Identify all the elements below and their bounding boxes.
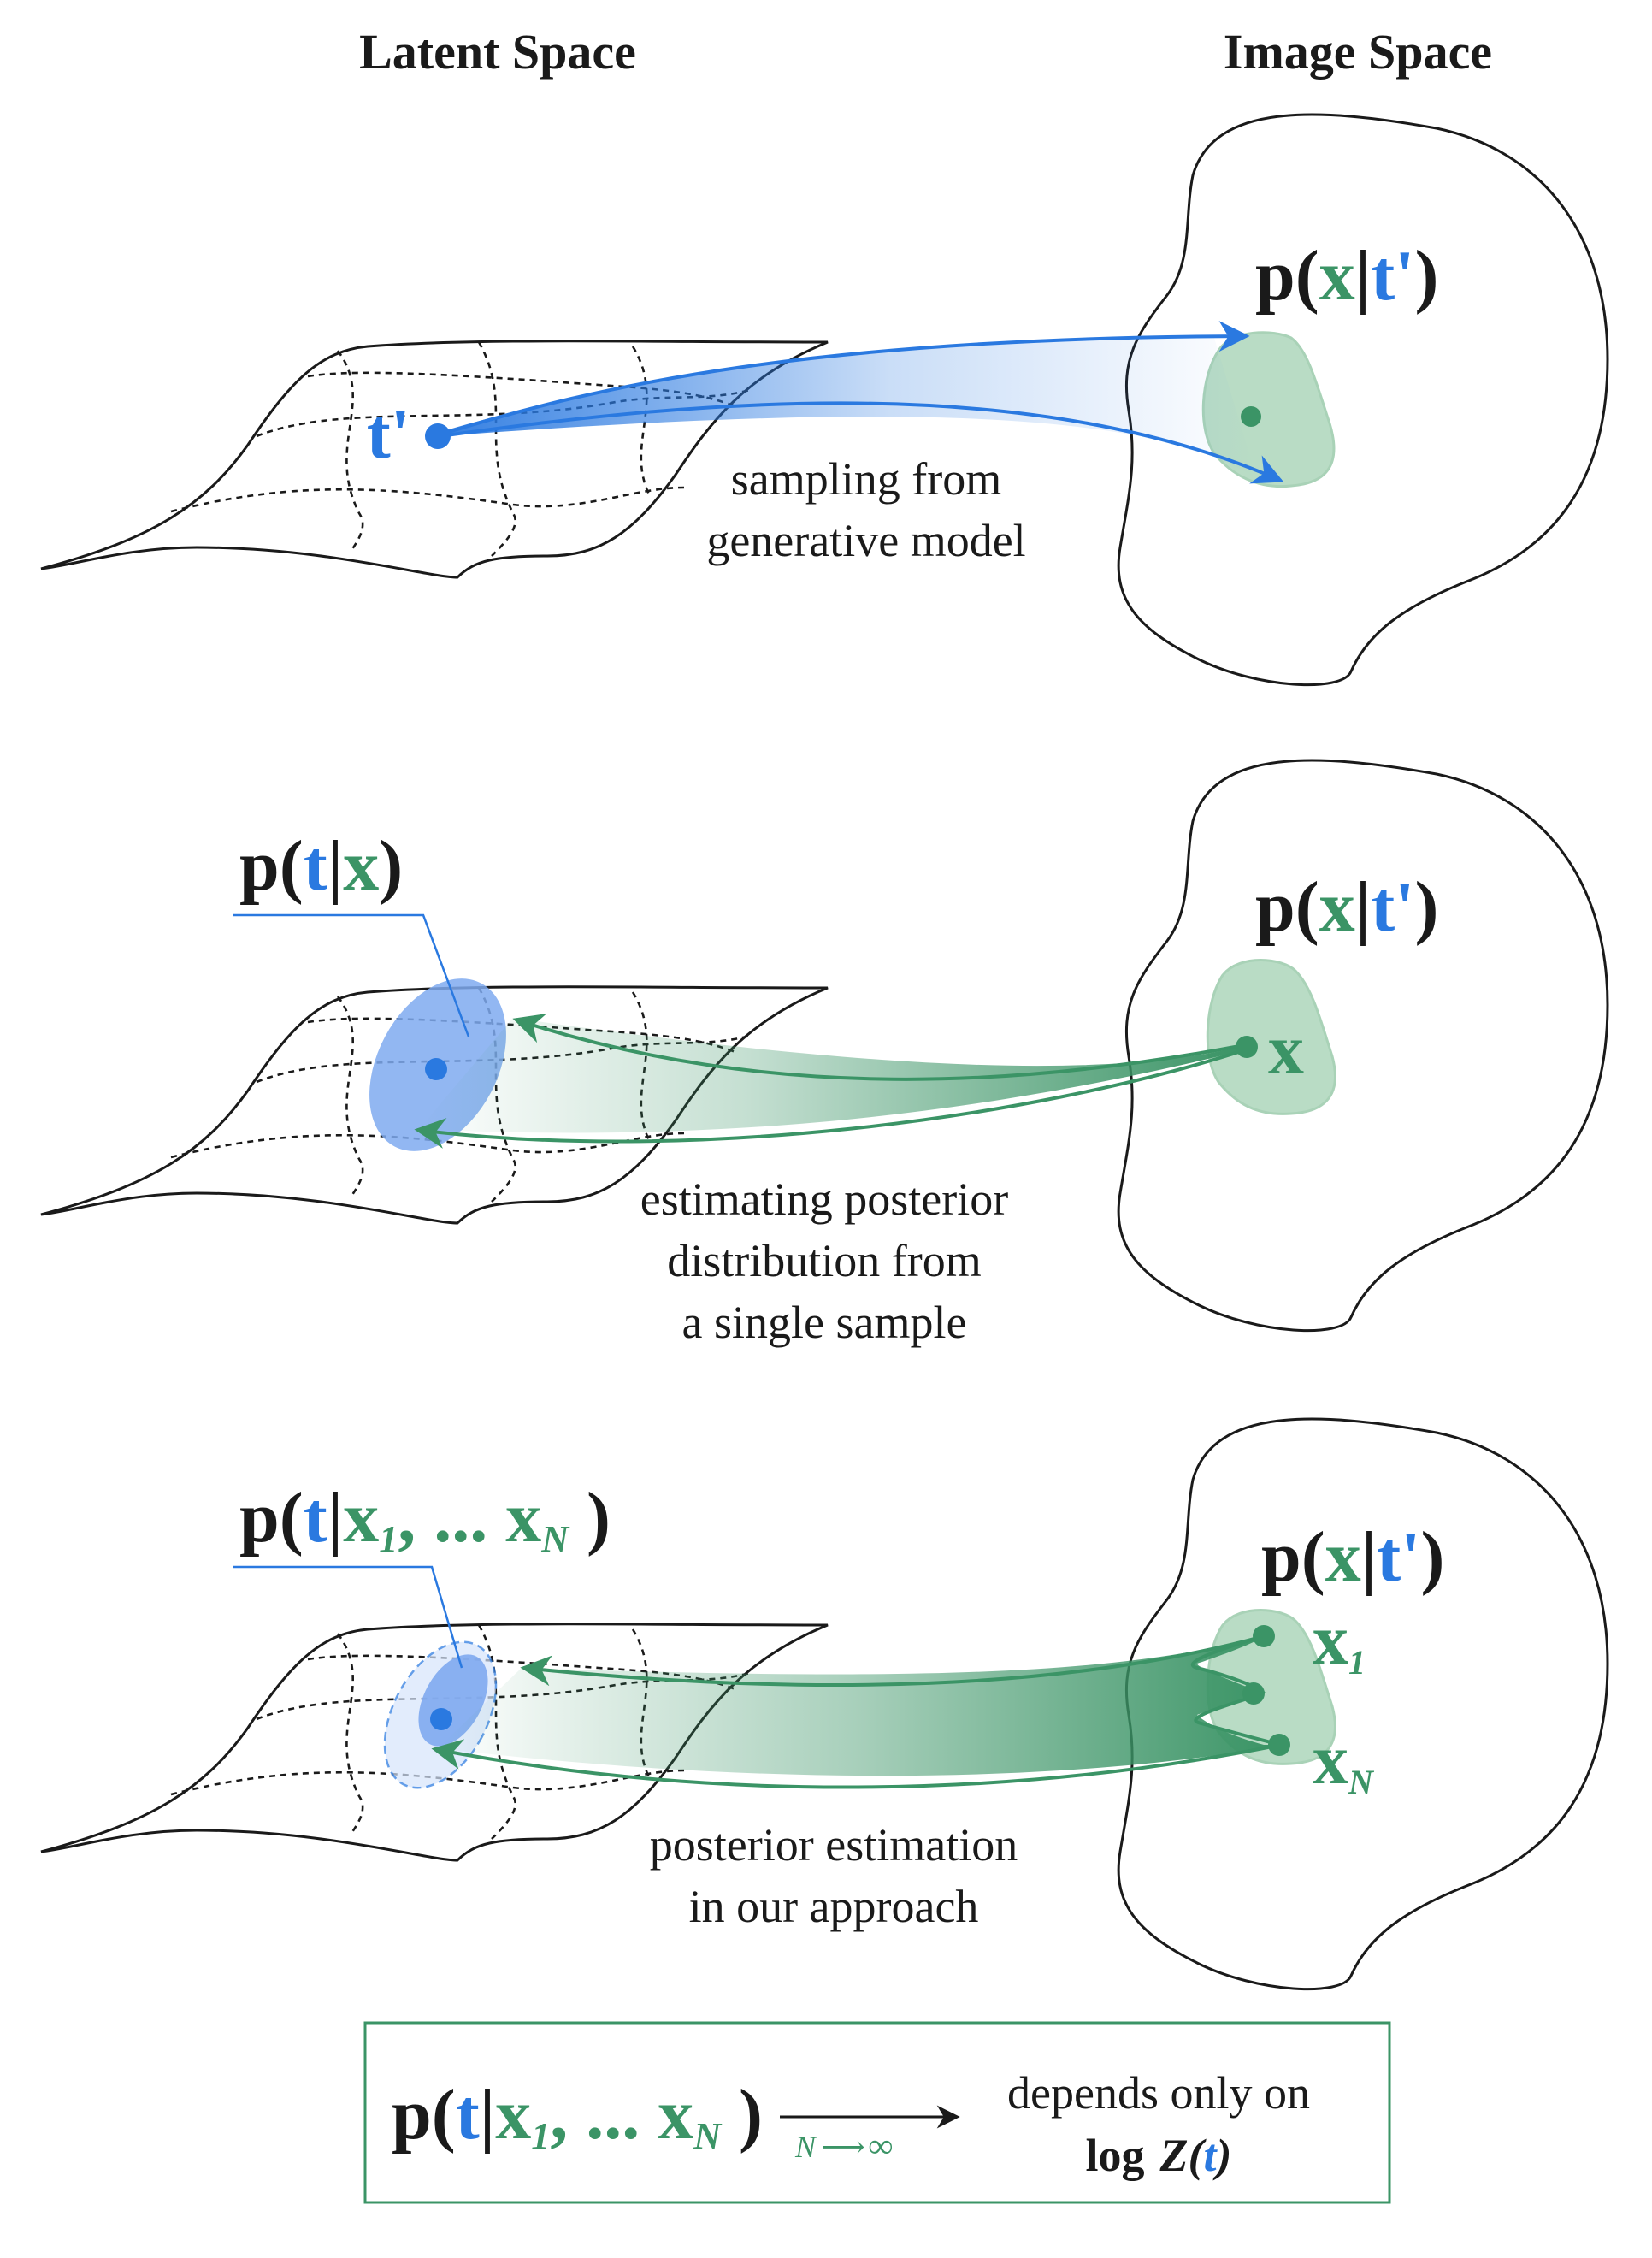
limit-label: N⟶∞: [794, 2126, 893, 2165]
row2-caption-line3: a single sample: [682, 1297, 967, 1348]
sampling-arrow-top: [440, 321, 1250, 436]
summary-posterior-formula: p(t|x1, ... xN ): [392, 2075, 763, 2157]
row1-caption-line2: generative model: [706, 515, 1025, 566]
image-sample-label-xn: xN: [1313, 1720, 1375, 1801]
sampling-beam: [440, 338, 1257, 479]
summary-text-line1: depends only on: [1007, 2067, 1310, 2119]
posterior-mean-point-3: [430, 1708, 452, 1730]
posterior-mean-point-2: [425, 1058, 447, 1080]
image-sample-label: x: [1268, 1010, 1304, 1090]
row3-caption-line2: in our approach: [689, 1881, 979, 1932]
inference-arrow-top-3: [520, 1634, 1265, 1688]
fan-edge-2: [1194, 1692, 1282, 1747]
inference-arrow-bottom: [414, 1049, 1245, 1149]
likelihood-label-3: p(x|t'): [1261, 1517, 1445, 1597]
image-sample-point-2: [1236, 1036, 1258, 1058]
posterior-leader-line-2: [233, 913, 470, 1037]
summary-box: p(t|x1, ... xN ) N⟶∞ depends only on log…: [363, 2021, 1391, 2204]
posterior-label-3: p(t|x1, ... xN ): [239, 1478, 611, 1560]
image-distribution-2: [1206, 959, 1336, 1115]
latent-point-t-prime: [425, 423, 451, 449]
row3-caption-line1: posterior estimation: [650, 1819, 1018, 1871]
sampling-arrow-bottom: [440, 401, 1284, 484]
image-sample-point-x1: [1253, 1625, 1275, 1647]
row2-single-sample: x p(t|x) p(x|t') estimating posterior di…: [40, 759, 1609, 1348]
row1-caption-line1: sampling from: [731, 453, 1001, 505]
likelihood-label-2: p(x|t'): [1255, 867, 1439, 947]
posterior-leader-line-3: [233, 1565, 463, 1669]
image-sample-point-mid: [1242, 1682, 1265, 1705]
row1-sampling: t' p(x|t') sampling from generative mode…: [40, 113, 1609, 687]
inference-beam-2: [419, 1018, 1244, 1133]
inference-arrow-top: [512, 1014, 1245, 1081]
image-space-blob-2: [1117, 759, 1609, 1333]
image-mean-point-1: [1241, 406, 1261, 427]
row2-caption-line2: distribution from: [667, 1235, 981, 1286]
row2-caption-line1: estimating posterior: [640, 1173, 1008, 1225]
image-space-header: Image Space: [1224, 24, 1492, 80]
image-sample-point-xn: [1268, 1734, 1290, 1756]
summary-box-frame: [363, 2021, 1391, 2204]
image-sample-label-x1: x1: [1313, 1600, 1366, 1682]
row3-our-approach: x1 xN p(t|x1, ... xN ) p(x|t') posterior…: [40, 1417, 1609, 1991]
latent-point-label: t': [367, 394, 410, 474]
inference-arrow-bottom-3: [431, 1739, 1282, 1789]
posterior-label-2: p(t|x): [239, 826, 403, 906]
image-distribution-3: [1206, 1609, 1336, 1765]
likelihood-label-1: p(x|t'): [1255, 236, 1439, 316]
latent-space-header: Latent Space: [359, 24, 636, 80]
